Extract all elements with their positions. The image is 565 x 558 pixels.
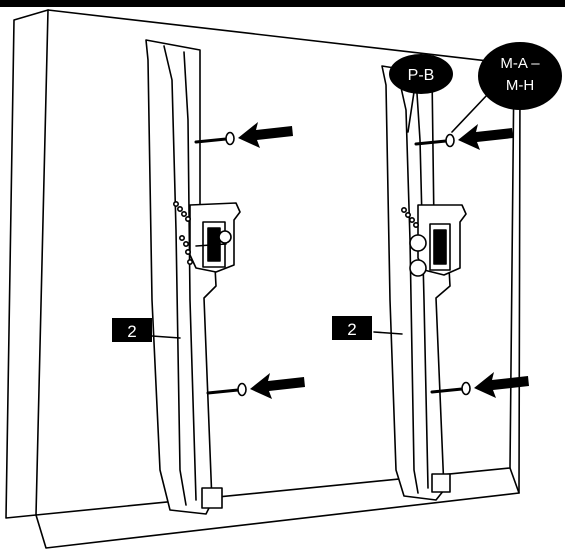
arrow-right-top (458, 124, 513, 150)
bracket-label-left: 2 (112, 318, 152, 342)
callout-ma-line1: M-A – (500, 55, 540, 72)
top-border-bar (0, 0, 565, 7)
bracket-label-left-text: 2 (127, 322, 136, 341)
bracket-label-right: 2 (332, 316, 372, 340)
leader-line-ma (451, 93, 489, 133)
screw-right-bottom (430, 381, 471, 396)
callout-ma-line2: M-H (506, 77, 534, 94)
bracket-label-right-text: 2 (347, 320, 356, 339)
arrow-right-bottom (474, 372, 529, 398)
arrow-left-bottom (250, 373, 305, 399)
callout-pb-text: P-B (408, 67, 435, 84)
screw-left-bottom (206, 382, 247, 397)
callout-pb: P-B (389, 54, 453, 94)
arrow-left-top (238, 122, 293, 148)
leader-line-pb (407, 91, 415, 133)
left-wall-bracket (145, 39, 241, 515)
callout-ma-mh: M-A – M-H (478, 42, 562, 110)
leader-line-right (373, 331, 403, 335)
leader-line-left (151, 335, 181, 339)
screw-right-top (414, 133, 455, 148)
screw-left-top (194, 131, 235, 146)
